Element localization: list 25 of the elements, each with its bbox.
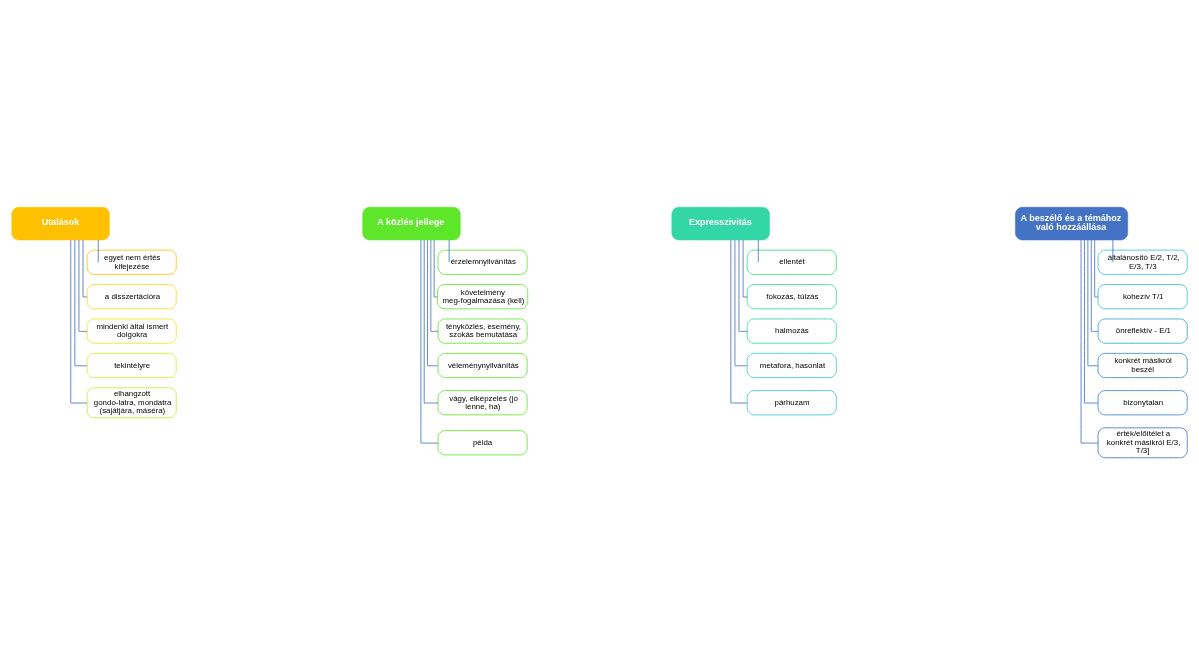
- connector: [448, 239, 450, 263]
- connector: [757, 239, 759, 263]
- connector: [70, 239, 88, 403]
- connector: [74, 239, 88, 366]
- connector: [433, 239, 438, 297]
- connector: [1080, 239, 1099, 443]
- connector: [1087, 239, 1099, 366]
- connector: [427, 239, 439, 366]
- connector: [430, 239, 439, 332]
- connector: [97, 239, 99, 263]
- node-box: A közlés jellege: [362, 206, 461, 240]
- connector: [1112, 239, 1114, 263]
- node-box: A beszélő és a témához való hozzáállása: [1015, 206, 1128, 240]
- connector: [82, 239, 88, 297]
- connector: [1084, 239, 1099, 403]
- connector: [1090, 239, 1099, 332]
- connector: [1094, 239, 1099, 297]
- connector: [423, 239, 439, 403]
- connector: [78, 239, 88, 332]
- connector: [420, 239, 439, 443]
- connector: [738, 239, 748, 332]
- node-box: Utalások: [11, 206, 110, 240]
- node-box: Expresszivitás: [671, 206, 770, 240]
- connector: [734, 239, 748, 366]
- connector: [742, 239, 748, 297]
